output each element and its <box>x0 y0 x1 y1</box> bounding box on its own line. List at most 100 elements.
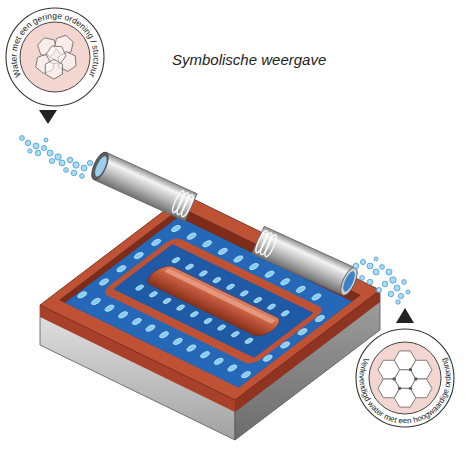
water-bubbles <box>199 351 212 359</box>
structure-circle-high <box>356 329 454 427</box>
water-bubbles <box>158 331 171 339</box>
water-bubbles <box>198 270 209 277</box>
water-bubbles <box>189 311 200 318</box>
water-bubbles <box>296 328 309 336</box>
inlet-pipe <box>180 194 195 218</box>
water-bubbles <box>144 324 157 332</box>
circle-label: Water met een geringe ordening / stuctuu… <box>8 10 101 79</box>
water-drops-out <box>398 293 403 298</box>
water-bubbles <box>184 263 195 270</box>
circle-border <box>356 329 454 427</box>
circle-border <box>6 8 104 106</box>
structure-circle-low <box>6 8 104 106</box>
water-bubbles <box>162 297 173 304</box>
water-drops-in <box>33 143 39 149</box>
hexagon-cluster-ordered <box>410 379 432 398</box>
water-bubbles <box>279 278 292 286</box>
circle-outline: Verlevendigd water met een hoogwaardige … <box>355 328 455 428</box>
annotation-circle: Water met een geringe ordening / stuctuu… <box>5 7 105 107</box>
water-bubbles <box>185 344 198 352</box>
water-drops-out <box>353 263 359 269</box>
water-drops-in <box>59 160 65 166</box>
water-bubbles <box>279 341 292 349</box>
water-bubbles <box>171 337 184 345</box>
device-top-cutaway <box>142 263 284 339</box>
water-bubbles <box>185 232 198 240</box>
device-top-cutaway <box>40 195 380 400</box>
water-bubbles <box>248 262 261 270</box>
water-drops-out <box>374 257 378 261</box>
water-drops-out <box>390 277 396 283</box>
water-bubbles <box>266 303 277 310</box>
water-drops-in <box>41 145 46 150</box>
water-bubbles <box>294 285 307 293</box>
water-bubbles <box>263 270 276 278</box>
water-drops-in <box>28 149 32 153</box>
device-top-cutaway <box>65 217 352 387</box>
water-drops-out <box>382 281 388 287</box>
water-bubbles <box>115 265 128 273</box>
device-body <box>40 195 380 440</box>
device-top-cutaway <box>40 195 380 400</box>
water-drops-out <box>376 287 381 292</box>
water-drops-in <box>20 136 93 179</box>
water-bubbles <box>103 304 116 312</box>
water-drops-out <box>394 285 400 291</box>
hexagon-cluster-ordered <box>378 379 400 398</box>
hexagon-cluster-ordered <box>410 360 432 379</box>
water-bubbles <box>132 251 145 259</box>
water-bubbles <box>170 224 183 232</box>
inlet-pipe <box>94 152 197 221</box>
inlet-pipe <box>88 150 197 221</box>
water-drops-out <box>406 290 410 294</box>
circle-text: Water met een geringe ordening / stuctuu… <box>8 10 101 79</box>
water-drops-in <box>35 150 41 156</box>
structure-circle-low <box>20 22 90 92</box>
water-bubbles <box>98 278 111 286</box>
outlet-pipe <box>254 229 279 257</box>
water-drops-in <box>20 136 25 141</box>
water-drops-out <box>402 280 407 285</box>
water-bubbles <box>216 247 229 255</box>
water-drops-out <box>373 269 379 275</box>
vertex-dots <box>414 377 417 380</box>
water-drops-in <box>87 160 92 165</box>
inlet-pipe <box>93 155 109 178</box>
water-bubbles <box>253 297 264 304</box>
water-drops-out <box>360 259 365 264</box>
hexagon-cluster-ordered <box>378 360 400 379</box>
water-bubbles <box>203 317 214 324</box>
pointer-triangle <box>39 110 57 124</box>
water-drops-in <box>49 158 54 163</box>
water-bubbles <box>261 354 274 362</box>
water-bubbles <box>212 357 225 365</box>
water-drops-out <box>386 269 392 275</box>
circle-label: Verlevendigd water met een hoogwaardige … <box>357 357 452 426</box>
water-drops-in <box>81 165 87 171</box>
vertex-dots <box>393 368 418 390</box>
water-bubbles <box>310 293 323 301</box>
pointer-triangle <box>396 308 414 323</box>
vertex-dots <box>409 368 412 371</box>
water-drops-out <box>367 279 373 285</box>
hexagon-cluster-disordered <box>41 57 67 82</box>
water-bubbles <box>171 257 182 264</box>
water-bubbles <box>117 311 130 319</box>
water-bubbles <box>134 284 145 291</box>
inlet-pipe <box>88 150 111 182</box>
water-bubbles <box>130 317 143 325</box>
structure-circle-high <box>369 342 441 414</box>
water-bubbles <box>239 290 250 297</box>
water-drops-out <box>396 300 400 304</box>
hexagon-cluster-disordered <box>32 34 80 82</box>
water-bubbles <box>232 255 245 263</box>
water-bubbles <box>240 371 253 379</box>
water-bubbles <box>225 283 236 290</box>
inlet-pipe <box>171 190 196 218</box>
water-drops-out <box>360 276 365 281</box>
outlet-pipe <box>337 265 360 297</box>
water-drops-in <box>25 140 31 146</box>
water-drops-in <box>55 154 61 160</box>
